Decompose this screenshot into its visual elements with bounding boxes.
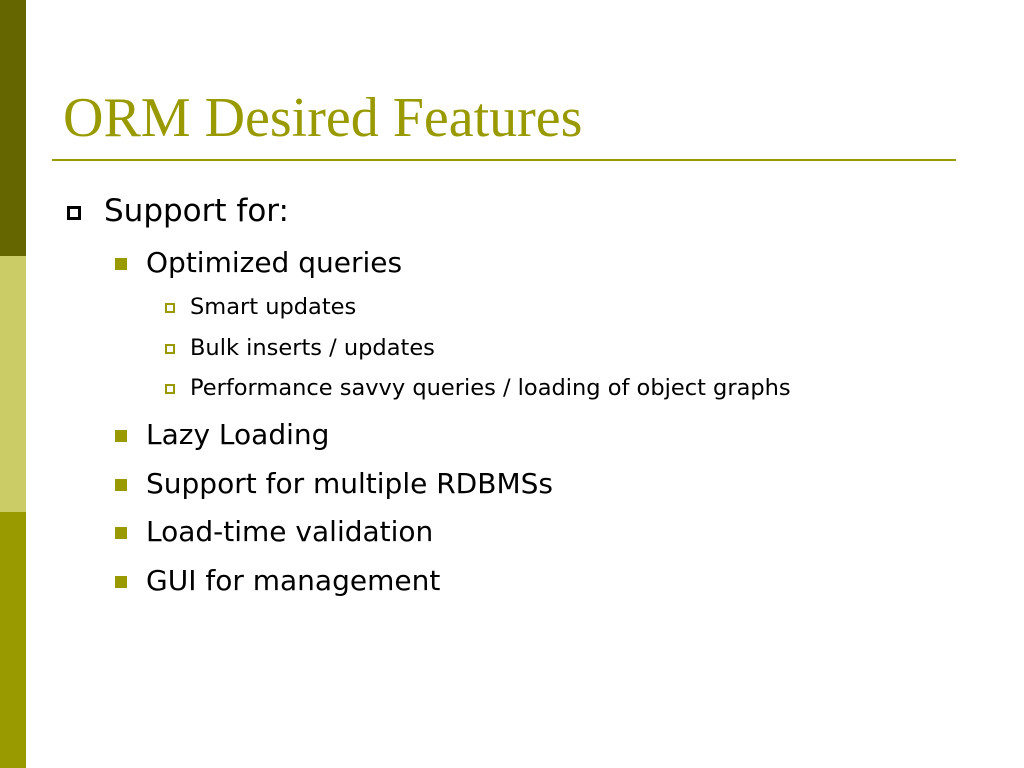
bullet-text: Support for: bbox=[104, 193, 289, 229]
side-bar-mid-segment bbox=[0, 512, 26, 768]
bullet-text: Lazy Loading bbox=[146, 418, 330, 451]
bullet-text: Load-time validation bbox=[146, 515, 434, 548]
hollow-square-bullet-icon bbox=[165, 344, 175, 354]
side-bar-light-segment bbox=[0, 256, 26, 512]
bullet-text: Optimized queries bbox=[146, 246, 403, 279]
bullet-item-lazy-loading: Lazy Loading bbox=[115, 417, 330, 453]
filled-square-bullet-icon bbox=[115, 576, 127, 588]
bullet-text: Performance savvy queries / loading of o… bbox=[190, 375, 791, 401]
bullet-item-performance-queries: Performance savvy queries / loading of o… bbox=[165, 373, 791, 403]
bullet-item-smart-updates: Smart updates bbox=[165, 292, 357, 322]
filled-square-bullet-icon bbox=[115, 258, 127, 270]
bullet-item-bulk-inserts: Bulk inserts / updates bbox=[165, 333, 435, 363]
slide-title: ORM Desired Features bbox=[63, 87, 583, 149]
bullet-text: Bulk inserts / updates bbox=[190, 335, 435, 361]
bullet-item-load-time-validation: Load-time validation bbox=[115, 514, 434, 550]
bullet-item-support-for: Support for: bbox=[67, 191, 289, 231]
bullet-text: Support for multiple RDBMSs bbox=[146, 467, 553, 500]
hollow-square-bullet-icon bbox=[165, 384, 175, 394]
filled-square-bullet-icon bbox=[115, 430, 127, 442]
filled-square-bullet-icon bbox=[115, 479, 127, 491]
hollow-square-bullet-icon bbox=[67, 206, 81, 220]
hollow-square-bullet-icon bbox=[165, 303, 175, 313]
bullet-text: Smart updates bbox=[190, 294, 357, 320]
bullet-item-multiple-rdbms: Support for multiple RDBMSs bbox=[115, 466, 553, 502]
bullet-text: GUI for management bbox=[146, 564, 441, 597]
bullet-item-optimized-queries: Optimized queries bbox=[115, 245, 403, 281]
side-bar-dark-segment bbox=[0, 0, 26, 256]
bullet-item-gui-management: GUI for management bbox=[115, 563, 441, 599]
title-divider bbox=[52, 159, 956, 161]
filled-square-bullet-icon bbox=[115, 527, 127, 539]
